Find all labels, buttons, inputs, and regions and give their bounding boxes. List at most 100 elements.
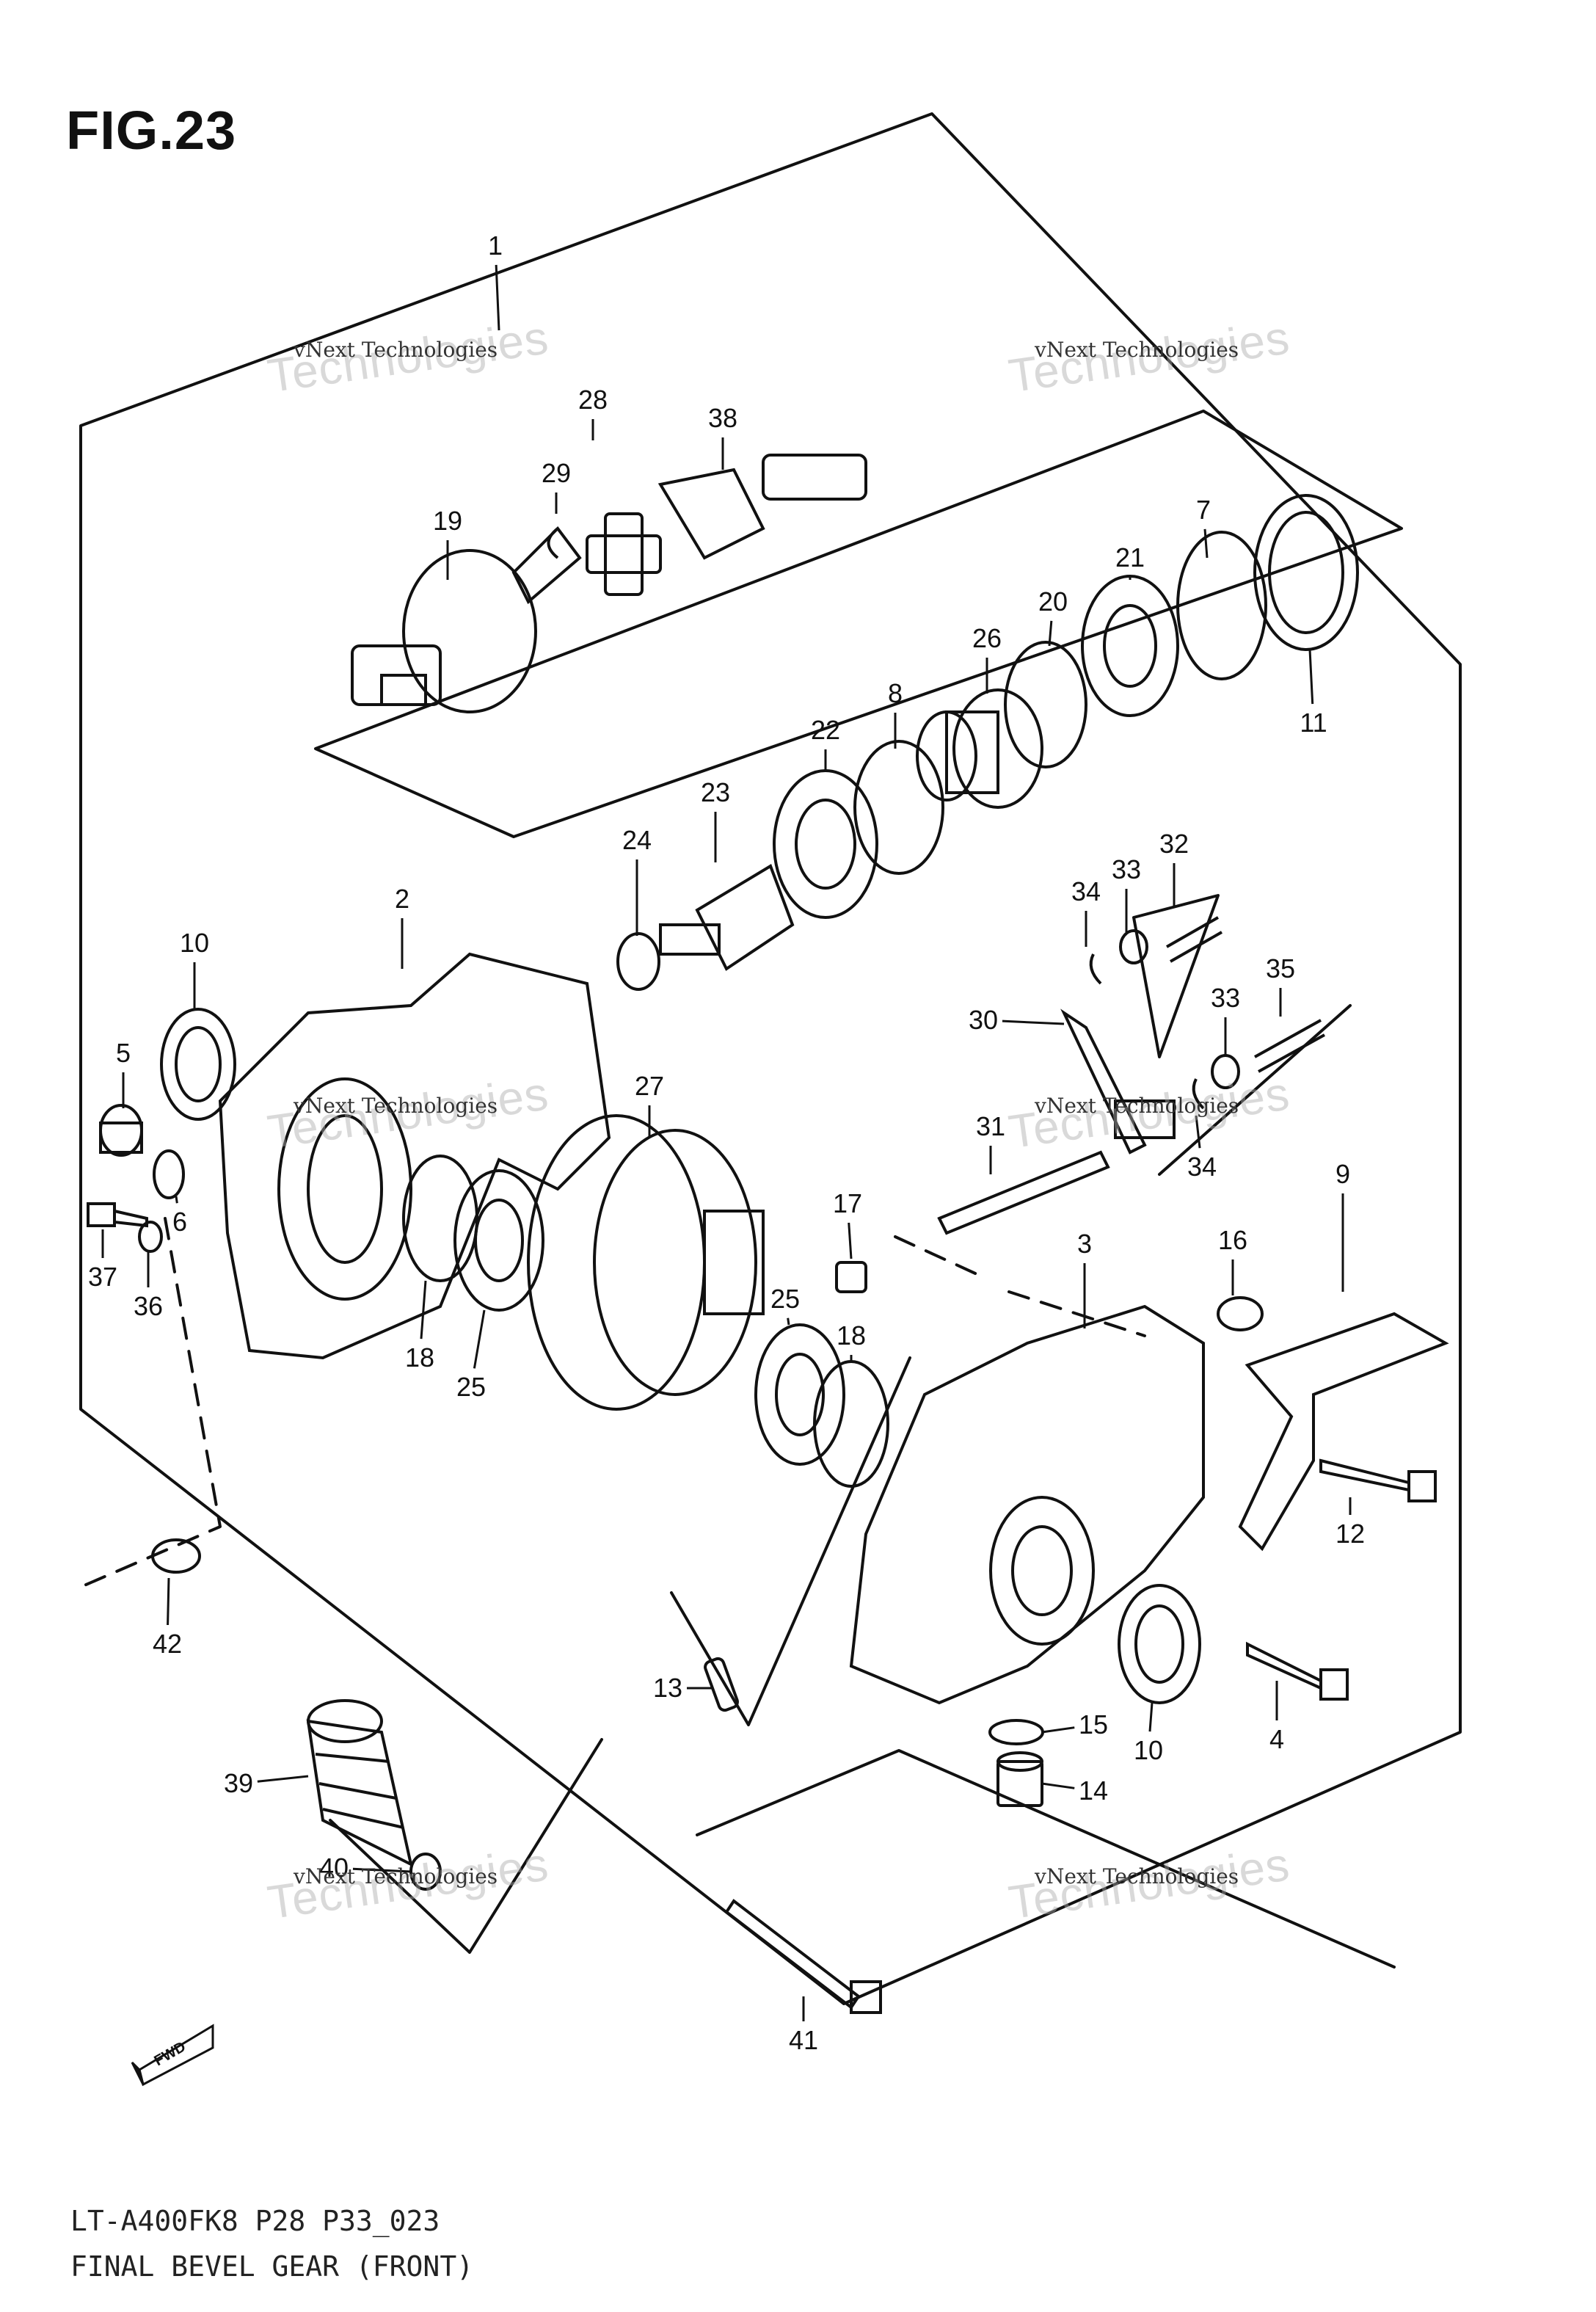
callout-label-4: 4: [1269, 1724, 1284, 1754]
callout-leader: [787, 1317, 790, 1326]
assembly-frame: [79, 112, 1462, 2005]
fwd-arrow: FWD: [131, 2024, 214, 2087]
part-10-seal-left: [160, 1008, 236, 1121]
locator-triangle: [670, 1356, 911, 1726]
callout-leader: [352, 1867, 412, 1873]
callout-label-10: 10: [1134, 1735, 1163, 1765]
callout-label-25: 25: [456, 1372, 486, 1402]
part-29-clip: [547, 527, 559, 559]
callout-leader: [1041, 1726, 1075, 1734]
callout-leader: [1002, 1019, 1065, 1025]
callout-label-11: 11: [1300, 708, 1327, 738]
boot-triangle: [329, 1738, 603, 1954]
part-9-bracket: [1238, 1312, 1449, 1552]
part-17-bushing: [835, 1261, 867, 1293]
callout-label-9: 9: [1336, 1159, 1350, 1189]
callout-label-2: 2: [395, 884, 409, 914]
part-5-plug: [99, 1104, 143, 1157]
callout-leader: [1041, 1782, 1075, 1789]
callout-leader: [420, 1280, 427, 1339]
callout-label-38: 38: [708, 403, 737, 433]
upper-subframe: [314, 410, 1403, 838]
callout-label-29: 29: [542, 458, 571, 488]
callout-leader: [1203, 528, 1209, 559]
part-40-clamp: [409, 1853, 442, 1891]
part-32-spring: [1166, 916, 1222, 963]
part-28-spider: [586, 512, 662, 596]
part-37-bolt: [87, 1202, 148, 1228]
callout-label-7: 7: [1196, 495, 1211, 525]
part-25-bearing-left: [453, 1169, 544, 1312]
callout-label-6: 6: [172, 1207, 187, 1237]
part-23-pinion-gear: [659, 864, 795, 971]
part-26-sleeve: [916, 688, 1043, 809]
callout-label-13: 13: [653, 1673, 682, 1703]
callout-leader: [167, 1577, 170, 1626]
part-35-spring: [1254, 1019, 1325, 1073]
callout-label-34: 34: [1187, 1152, 1217, 1182]
callout-label-24: 24: [622, 825, 652, 855]
part-20-ring: [1004, 641, 1087, 768]
lower-subframe: [696, 1749, 1396, 1969]
callout-label-27: 27: [635, 1071, 664, 1101]
part-38-yoke: [657, 454, 867, 560]
callout-leader: [1195, 1115, 1201, 1149]
callout-label-20: 20: [1038, 586, 1068, 617]
callout-leader: [1048, 620, 1053, 647]
part-39-boot: [306, 1699, 413, 1867]
part-33-washer-top: [1119, 929, 1148, 964]
callout-label-31: 31: [976, 1111, 1005, 1141]
part-13-dowel: [704, 1657, 739, 1712]
callout-label-34: 34: [1071, 876, 1101, 906]
callout-label-42: 42: [153, 1629, 182, 1659]
part-8-ring: [853, 740, 944, 875]
callout-label-32: 32: [1159, 829, 1189, 859]
part-33-washer-bottom: [1211, 1054, 1240, 1089]
figure-title: FIG.23: [66, 100, 237, 161]
part-30-lever: [1060, 1008, 1147, 1155]
guide-lines: [83, 1217, 1146, 1587]
part-36-washer: [138, 1221, 163, 1253]
callout-leader: [1148, 1702, 1154, 1732]
diagram-name: FINAL BEVEL GEAR (FRONT): [70, 2250, 474, 2283]
part-6-washer: [153, 1149, 185, 1199]
callout-label-33: 33: [1112, 854, 1141, 884]
callout-label-35: 35: [1266, 953, 1295, 984]
callout-label-25: 25: [770, 1284, 800, 1314]
callout-label-15: 15: [1079, 1709, 1108, 1740]
part-19-yoke-shaft: [351, 526, 582, 713]
callout-label-33: 33: [1211, 983, 1240, 1013]
callout-label-18: 18: [405, 1342, 434, 1373]
callout-leader: [175, 1196, 178, 1204]
callout-label-10: 10: [180, 928, 209, 958]
callout-label-16: 16: [1218, 1225, 1247, 1255]
callout-label-39: 39: [224, 1768, 253, 1798]
callout-label-26: 26: [972, 623, 1002, 653]
part-34-clip-bottom: [1192, 1078, 1205, 1110]
part-31-shaft: [937, 1150, 1110, 1235]
callout-label-30: 30: [969, 1005, 998, 1035]
part-2-housing: [218, 952, 611, 1360]
callout-label-5: 5: [116, 1038, 131, 1068]
callout-label-36: 36: [134, 1291, 163, 1321]
callout-label-17: 17: [833, 1188, 862, 1218]
part-7-ring: [1176, 531, 1267, 680]
part-31-block: [1114, 1099, 1176, 1139]
callout-leader: [473, 1309, 486, 1369]
callout-label-3: 3: [1077, 1229, 1092, 1259]
callout-label-19: 19: [433, 506, 462, 536]
part-24-bearing: [616, 932, 660, 991]
part-41-bolt: [724, 1899, 882, 2014]
callout-leader: [848, 1222, 853, 1259]
callout-leader: [1308, 649, 1314, 705]
part-18-ring-right: [813, 1360, 889, 1488]
part-3-housing: [849, 1304, 1205, 1705]
part-4-bolt: [1246, 1641, 1349, 1701]
callout-label-18: 18: [837, 1320, 866, 1351]
callout-label-22: 22: [811, 715, 840, 745]
callout-label-40: 40: [319, 1853, 349, 1883]
callout-label-21: 21: [1115, 542, 1145, 572]
part-15-washer: [988, 1719, 1044, 1745]
callout-label-14: 14: [1079, 1775, 1108, 1806]
callout-label-23: 23: [701, 777, 730, 807]
